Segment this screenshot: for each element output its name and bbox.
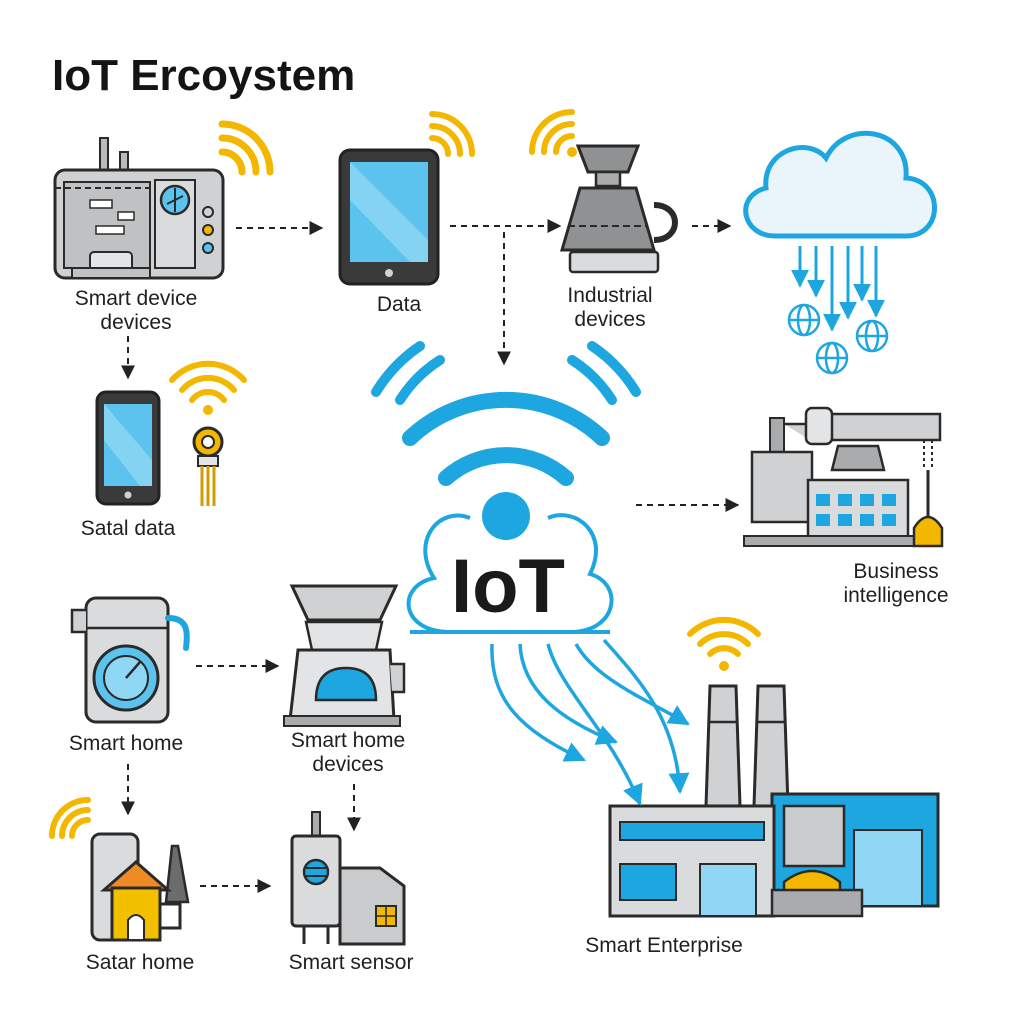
tablet-icon	[338, 148, 440, 286]
sensor-icon	[290, 811, 406, 946]
label-smart-home-devices: Smart home devices	[276, 729, 420, 777]
iot-hub-cloud-icon	[406, 513, 614, 634]
iot-hub-dot	[482, 492, 530, 540]
smart-device-machine-icon	[53, 137, 225, 280]
label-business-line-2: intelligence	[843, 584, 949, 607]
sensor-probe-icon	[192, 426, 224, 506]
label-smart-home-devices-line-1: Smart home	[290, 729, 406, 752]
washing-machine-icon	[70, 596, 190, 724]
wifi-signal-icon	[529, 109, 577, 157]
label-smart-enterprise: Smart Enterprise	[585, 934, 743, 957]
label-business-line-1: Business	[853, 560, 939, 583]
wifi-signal-icon	[218, 120, 274, 176]
label-industrial-line-1: Industrial	[567, 284, 653, 307]
blender-icon	[283, 584, 406, 727]
globe-icon	[787, 303, 889, 375]
label-satar-home: Satar home	[85, 951, 195, 974]
label-industrial-line-2: devices	[574, 308, 646, 331]
cloud-data-stream	[791, 246, 885, 332]
iot-hub-label: IoT	[451, 544, 565, 629]
data-flow-arrows	[490, 638, 690, 806]
wifi-signal-icon	[429, 111, 475, 157]
industrial-device-icon	[560, 144, 678, 274]
house-icon	[90, 832, 190, 942]
smartphone-icon	[95, 390, 161, 506]
wifi-signal-icon	[49, 797, 91, 839]
enterprise-building-icon	[608, 684, 940, 918]
wifi-signal-icon	[687, 616, 761, 671]
label-smart-device-line-1: Smart device	[74, 287, 198, 310]
diagram-title: IoT Ercoystem	[52, 51, 356, 100]
label-smart-home-devices-line-2: devices	[312, 753, 384, 776]
label-smart-device-line-2: devices	[100, 311, 172, 334]
cloud-icon	[743, 130, 937, 239]
label-smart-sensor: Smart sensor	[288, 951, 414, 974]
factory-icon	[743, 406, 944, 548]
label-smart-home: Smart home	[68, 732, 184, 755]
wifi-signal-icon	[169, 360, 247, 415]
label-business: Business intelligence	[826, 560, 966, 608]
label-data: Data	[376, 293, 422, 316]
label-industrial: Industrial devices	[540, 284, 680, 332]
iot-hub-wifi-icon	[371, 341, 641, 486]
label-satal-data: Satal data	[80, 517, 176, 540]
connector-arrows	[121, 219, 740, 893]
label-smart-device: Smart device devices	[56, 287, 216, 335]
